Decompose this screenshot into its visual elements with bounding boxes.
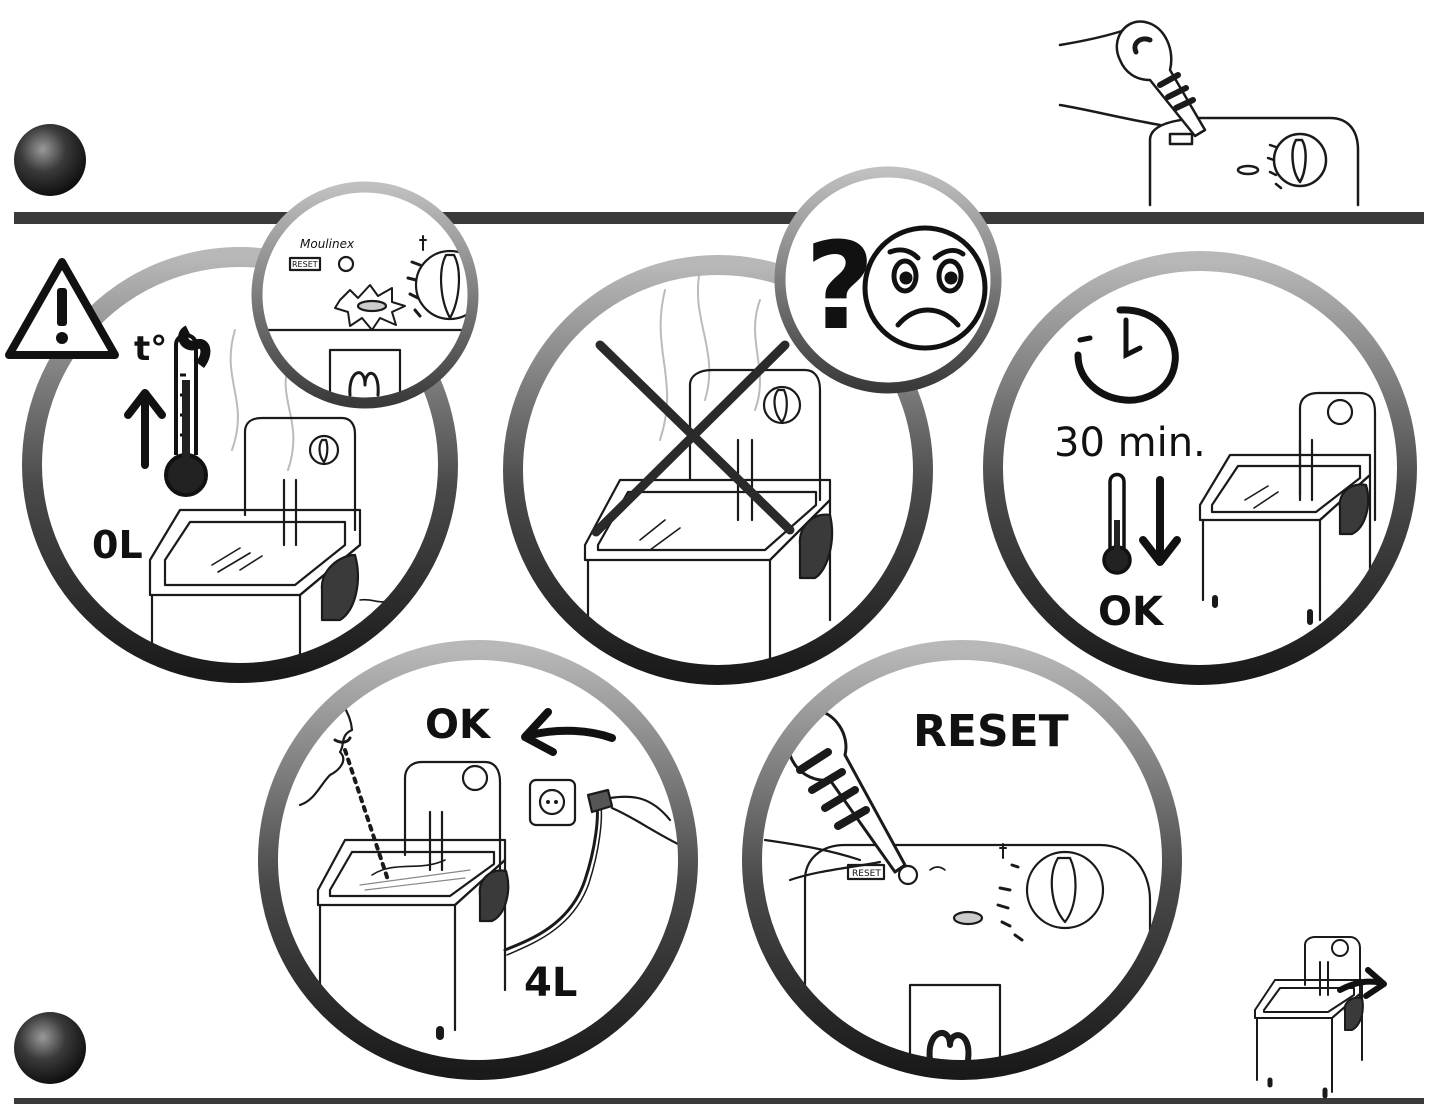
reset-button-badge: RESET bbox=[852, 869, 881, 879]
arrow-right-icon bbox=[1337, 967, 1387, 999]
temperature-label: t° bbox=[134, 329, 167, 369]
oil-level-full-label: 4L bbox=[524, 960, 577, 1006]
pen-press-illustration-top bbox=[1058, 20, 1360, 207]
panel-3-wait-cool: 30 min. OK bbox=[983, 251, 1417, 685]
warning-icon bbox=[5, 258, 119, 359]
zoom-brand-text: Moulinex bbox=[300, 237, 355, 251]
oil-level-zero-label: 0L bbox=[92, 523, 143, 567]
zoom-reset-badge: RESET bbox=[292, 260, 318, 269]
bullet-dot-top bbox=[14, 124, 86, 196]
cooled-ok-label: OK bbox=[1098, 589, 1165, 635]
cross-out-icon bbox=[591, 340, 795, 537]
thermometer-small-icon bbox=[1102, 472, 1132, 575]
arrow-up-icon bbox=[124, 389, 166, 469]
panel-2-do-not-use bbox=[503, 255, 933, 685]
wait-time-label: 30 min. bbox=[1054, 420, 1206, 466]
sad-face-icon bbox=[862, 225, 988, 351]
small-fryer-illustration bbox=[1254, 936, 1364, 1099]
panel-4-check-oil-plug: OK 4L bbox=[258, 640, 698, 1080]
panel-5-reset: RESET RESET bbox=[742, 640, 1182, 1080]
arrow-left-icon bbox=[521, 708, 616, 756]
panel-1-overheat: t° 0L bbox=[5, 247, 458, 683]
arrow-down-icon bbox=[1139, 476, 1181, 566]
divider-bottom bbox=[14, 1098, 1424, 1104]
reset-label: RESET bbox=[913, 706, 1069, 757]
divider-top bbox=[14, 212, 1424, 224]
panel-1-zoom-control-panel: Moulinex RESET bbox=[251, 181, 479, 409]
thermometer-icon bbox=[164, 325, 211, 497]
clock-icon bbox=[1074, 306, 1179, 404]
bullet-dot-bottom bbox=[14, 1012, 86, 1084]
panel-2-zoom-question: ? bbox=[774, 166, 1002, 394]
check-ok-label: OK bbox=[425, 702, 492, 748]
